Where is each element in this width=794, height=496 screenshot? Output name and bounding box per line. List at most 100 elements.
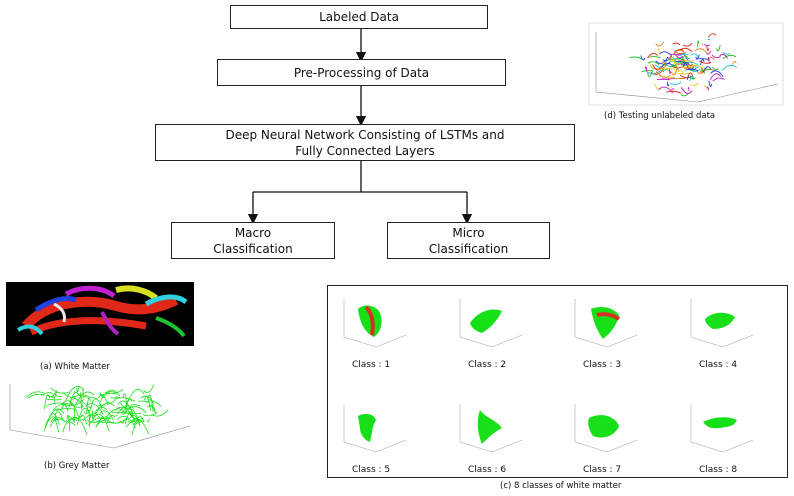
grey-matter-fiber (54, 393, 63, 398)
testing-fiber (703, 85, 707, 87)
testing-fiber (677, 69, 684, 75)
class-label: Class : 1 (352, 360, 391, 370)
testing-fiber (700, 58, 705, 66)
grey-matter-fiber (85, 403, 104, 415)
testing-fiber (697, 40, 700, 47)
class-plot-axis (606, 334, 638, 348)
grey-matter-fiber (79, 414, 88, 425)
class-plot-axis (690, 441, 724, 453)
class-plot-axis (574, 441, 608, 453)
testing-fiber (629, 56, 643, 60)
testing-fiber (712, 77, 725, 82)
grey-matter-fiber (151, 409, 169, 417)
grey-matter-fiber (125, 419, 145, 428)
testing-fiber (649, 56, 661, 59)
grey-matter-fiber (119, 420, 124, 424)
grey-matter-fiber (62, 404, 68, 410)
testing-fiber (661, 61, 666, 67)
grey-matter-fiber (146, 418, 150, 423)
class-fiber-shape (358, 413, 376, 442)
testing-fiber (658, 86, 674, 94)
class-label: Class : 5 (352, 465, 391, 475)
testing-fiber (706, 50, 712, 55)
class-fiber-shape (470, 309, 502, 333)
eight-classes-caption: (c) 8 classes of white matter (500, 481, 622, 491)
grey-matter-fiber (43, 416, 58, 432)
white-matter-caption: (a) White Matter (40, 362, 110, 372)
class-plot-axis (722, 334, 754, 348)
grey-matter-fiber (99, 410, 114, 421)
class-plot-axis (574, 336, 608, 348)
testing-fiber (682, 62, 690, 67)
testing-fiber (721, 64, 738, 71)
class-label: Class : 3 (583, 360, 622, 370)
testing-fiber (647, 70, 653, 77)
grey-matter-fiber (120, 402, 132, 409)
micro-label-line1: Micro (452, 225, 485, 240)
testing-fiber (680, 92, 690, 97)
testing-fiber (680, 87, 693, 94)
class-plot (343, 404, 407, 453)
grey-matter-fiber (46, 398, 62, 401)
grey-matter-fiber (75, 391, 95, 406)
testing-fiber (712, 66, 719, 71)
eight-classes-panel (327, 285, 788, 478)
grey-matter-fiber (49, 417, 64, 428)
grey-matter-fiber (43, 394, 51, 410)
white-matter-fibers (16, 285, 188, 338)
grey-matter-fiber (146, 405, 156, 413)
testing-fiber (670, 68, 678, 75)
grey-matter-fiber (25, 391, 45, 398)
grey-matter-fiber (80, 396, 98, 400)
grey-matter-fiber (88, 400, 94, 409)
grey-matter-fiber (143, 384, 155, 393)
testing-fiber (666, 90, 682, 94)
labeled-data-label: Labeled Data (319, 10, 399, 24)
testing-fiber (690, 53, 699, 58)
testing-fiber (662, 57, 670, 62)
class-fiber-shape (591, 307, 619, 339)
grey-matter-fiber (145, 400, 162, 407)
class-plot-axis (343, 336, 377, 348)
testing-fiber (711, 54, 721, 59)
class-plot-axis (491, 334, 523, 348)
dnn-box: Deep Neural Network Consisting of LSTMs … (155, 124, 575, 161)
testing-fiber (685, 68, 699, 71)
testing-fiber (699, 60, 712, 64)
testing-fiber (670, 88, 675, 91)
class-fiber-shape (705, 312, 735, 329)
class-label: Class : 7 (583, 465, 622, 475)
testing-fiber (668, 55, 672, 61)
testing-fiber (660, 62, 673, 69)
grey-matter-fiber (99, 392, 106, 399)
macro-label-line1: Macro (234, 225, 272, 240)
testing-fiber (662, 68, 669, 73)
grey-matter-fiber (149, 398, 151, 401)
class-fiber-accent (364, 305, 375, 336)
testing-fiber (667, 55, 675, 63)
testing-fiber (732, 60, 737, 65)
testing-fiber (672, 60, 683, 65)
testing-fiber (670, 65, 679, 71)
grey-matter-fiber (55, 411, 64, 421)
grey-matter-fiber (92, 413, 110, 432)
testing-fiber (710, 70, 724, 77)
testing-fiber (694, 48, 708, 54)
grey-matter-fiber (83, 405, 93, 414)
grey-matter-fiber (117, 415, 137, 429)
testing-fiber (661, 77, 675, 80)
testing-fiber (695, 54, 700, 59)
class-plot-axis (690, 336, 724, 348)
grey-matter-fiber (133, 420, 139, 425)
grey-matter-fiber (138, 400, 149, 403)
testing-fiber (670, 56, 679, 60)
testing-fiber (689, 75, 694, 82)
testing-fiber (709, 73, 722, 81)
testing-fiber (681, 55, 688, 61)
grey-matter-fiber (55, 408, 75, 412)
micro-classification-box: Micro Classification (387, 222, 550, 259)
testing-fiber (707, 57, 710, 65)
preprocessing-box: Pre-Processing of Data (217, 59, 506, 86)
testing-fiber (693, 65, 702, 69)
grey-matter-fiber (61, 400, 80, 419)
